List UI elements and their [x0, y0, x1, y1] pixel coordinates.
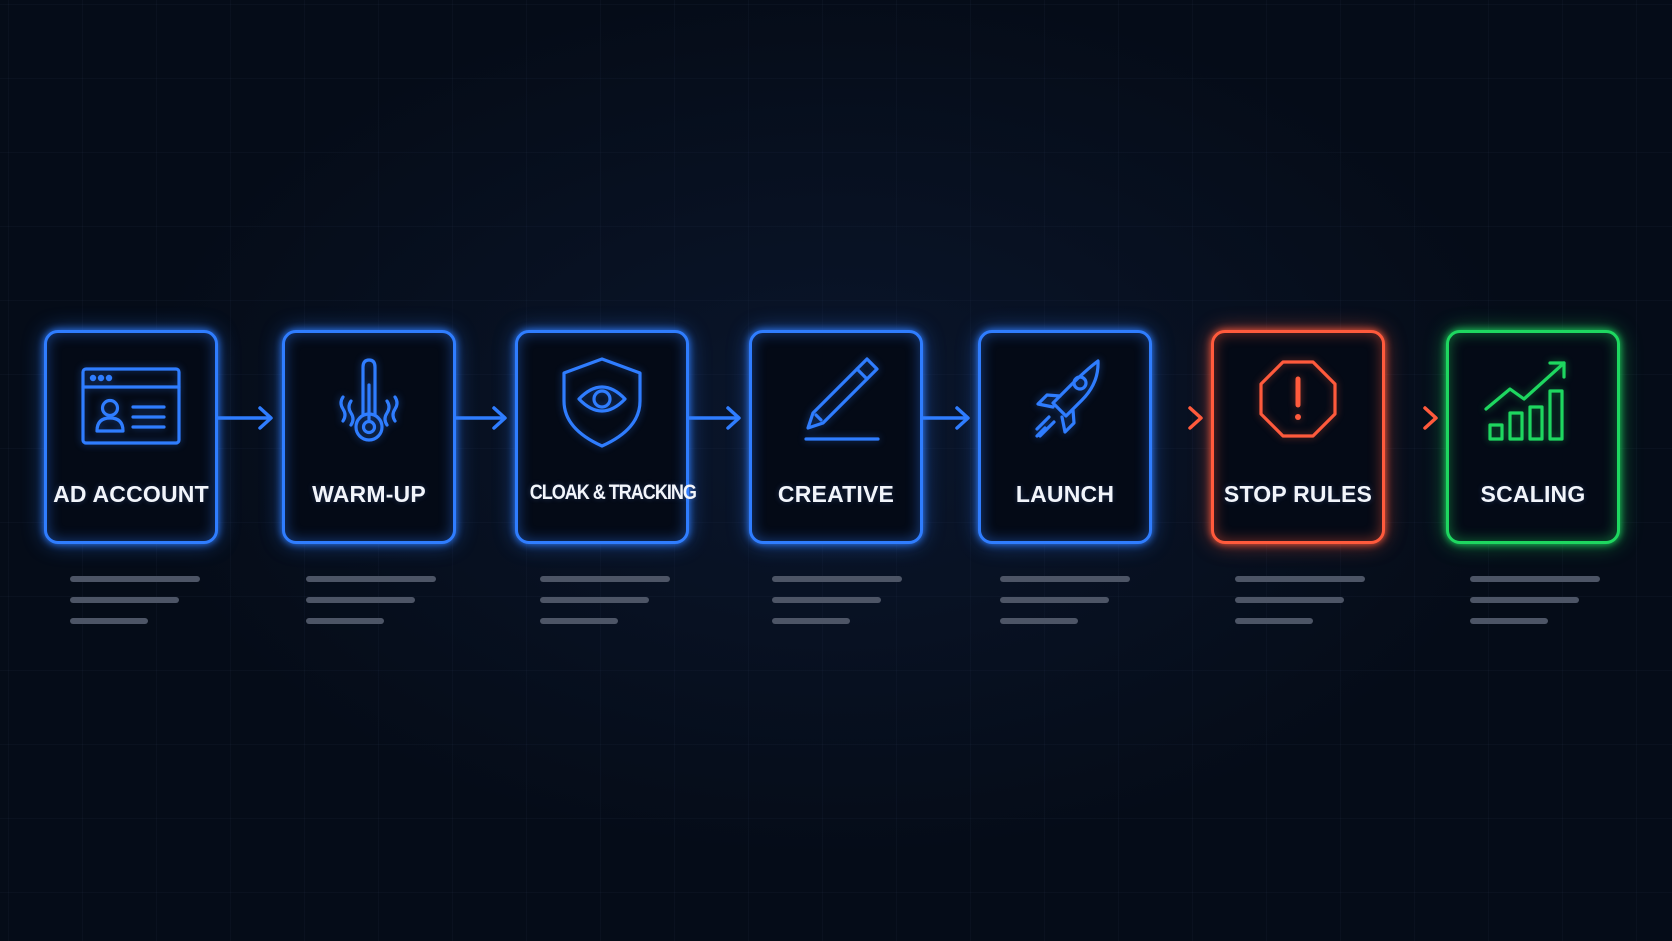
step-description-placeholder [1235, 576, 1375, 628]
step-label: WARM-UP [312, 481, 426, 507]
step-description-placeholder [1470, 576, 1610, 628]
connector-arrow [454, 398, 514, 438]
step-description-placeholder [70, 576, 210, 628]
stop-warning-icon [1243, 355, 1353, 451]
step-scaling: SCALING [1446, 330, 1620, 544]
placeholder-line [70, 597, 179, 603]
step-description-placeholder [1000, 576, 1140, 628]
placeholder-line [1235, 597, 1344, 603]
step-label: AD ACCOUNT [53, 481, 209, 507]
rocket-icon [1010, 355, 1120, 451]
step-description-placeholder [306, 576, 446, 628]
placeholder-line [70, 618, 148, 624]
placeholder-line [772, 576, 902, 582]
placeholder-line [540, 576, 670, 582]
connector-arrow [1150, 398, 1210, 438]
id-card-icon [76, 355, 186, 451]
thermometer-icon [314, 355, 424, 451]
step-launch: LAUNCH [978, 330, 1152, 544]
step-ad-account: AD ACCOUNT [44, 330, 218, 544]
step-label: CREATIVE [777, 481, 895, 507]
connector-arrow [1385, 398, 1445, 438]
placeholder-line [306, 576, 436, 582]
step-label: SCALING [1480, 481, 1586, 507]
step-creative: CREATIVE [749, 330, 923, 544]
placeholder-line [772, 618, 850, 624]
placeholder-line [1235, 576, 1365, 582]
step-description-placeholder [540, 576, 680, 628]
placeholder-line [1235, 618, 1313, 624]
placeholder-line [1470, 597, 1579, 603]
connector-arrow [921, 398, 977, 438]
placeholder-line [1000, 597, 1109, 603]
step-stop-rules: STOP RULES [1211, 330, 1385, 544]
placeholder-line [772, 597, 881, 603]
connector-arrow [687, 398, 748, 438]
placeholder-line [306, 597, 415, 603]
placeholder-line [540, 618, 618, 624]
step-warm-up: WARM-UP [282, 330, 456, 544]
step-description-placeholder [772, 576, 912, 628]
pencil-icon [781, 355, 891, 451]
placeholder-line [306, 618, 384, 624]
growth-chart-icon [1478, 355, 1588, 451]
placeholder-line [70, 576, 200, 582]
step-label: STOP RULES [1223, 481, 1373, 507]
placeholder-line [1470, 618, 1548, 624]
placeholder-line [1000, 576, 1130, 582]
step-cloak-tracking: CLOAK & TRACKING [515, 330, 697, 544]
placeholder-line [1000, 618, 1078, 624]
step-label: CLOAK & TRACKING [529, 481, 697, 504]
placeholder-line [540, 597, 649, 603]
placeholder-line [1470, 576, 1600, 582]
shield-eye-icon [547, 355, 657, 451]
step-label: LAUNCH [1015, 481, 1115, 507]
connector-arrow [216, 398, 280, 438]
